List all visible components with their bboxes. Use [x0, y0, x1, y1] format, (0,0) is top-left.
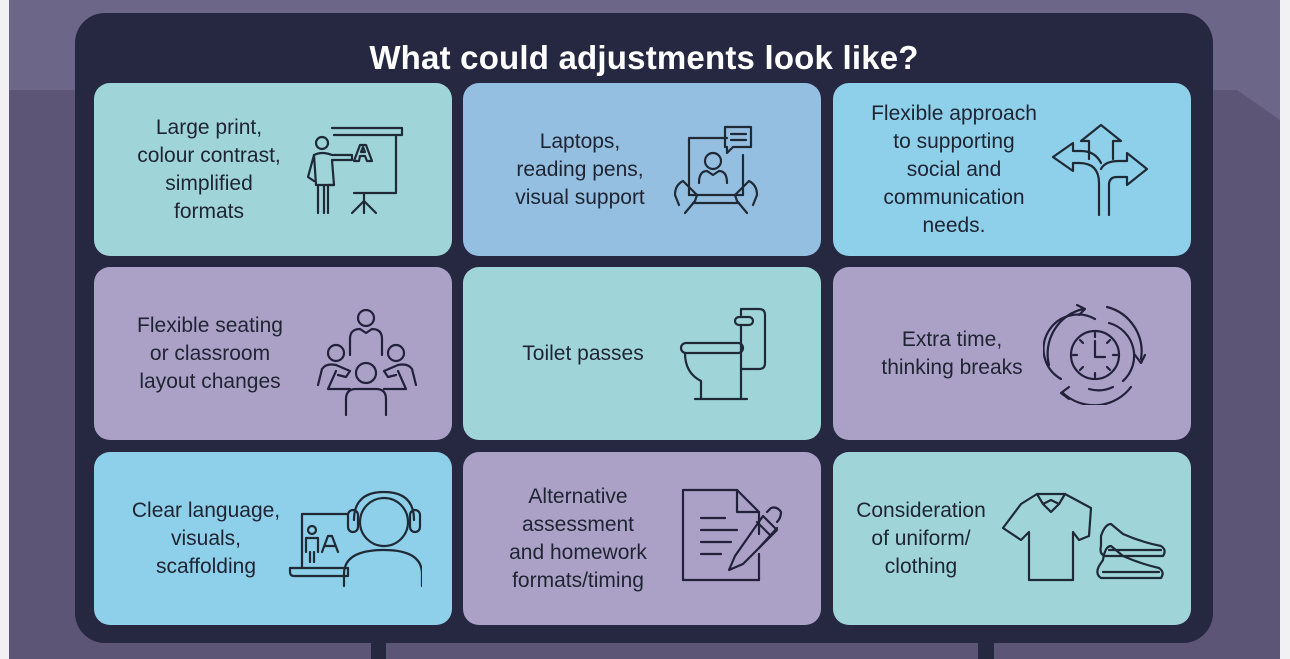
card-text: Toilet passes [522, 341, 644, 365]
card-large-print: Large print, colour contrast, simplified… [94, 83, 452, 256]
card-text: Large print, colour contrast, simplified… [137, 115, 281, 223]
card-text: Consideration of uniform/ clothing [856, 498, 986, 578]
next-card-left [9, 643, 371, 659]
next-card-right [994, 643, 1280, 659]
card-flexible-approach: Flexible approach to supporting social a… [833, 83, 1191, 256]
panel-title: What could adjustments look like? [369, 39, 919, 76]
tablet-video-call-icon [671, 125, 761, 217]
shirt-shoes-icon [1001, 490, 1171, 586]
document-pen-icon [681, 488, 783, 582]
card-alternative-assessment: Alternative assessment and homework form… [463, 452, 821, 625]
background-left-band [9, 90, 75, 659]
connector-left [371, 643, 386, 659]
card-clear-language: Clear language, visuals, scaffolding [94, 452, 452, 625]
card-text: Extra time, thinking breaks [881, 327, 1023, 379]
teacher-presentation-icon [304, 125, 404, 217]
card-uniform: Consideration of uniform/ clothing [833, 452, 1191, 625]
clock-cycle-icon [1043, 303, 1147, 405]
toilet-icon [679, 307, 771, 401]
next-card-center [386, 643, 978, 659]
card-text: Alternative assessment and homework form… [509, 484, 647, 592]
card-extra-time: Extra time, thinking breaks [833, 267, 1191, 440]
card-laptops: Laptops, reading pens, visual support [463, 83, 821, 256]
group-meeting-icon [316, 309, 418, 417]
card-text: Laptops, reading pens, visual support [515, 129, 645, 209]
card-text: Clear language, visuals, scaffolding [131, 498, 281, 578]
card-text: Flexible seating or classroom layout cha… [137, 313, 283, 393]
card-flexible-seating: Flexible seating or classroom layout cha… [94, 267, 452, 440]
branching-arrows-icon [1051, 123, 1151, 219]
next-section-preview [0, 643, 1290, 659]
card-text: Flexible approach to supporting social a… [871, 101, 1037, 237]
card-toilet-passes: Toilet passes [463, 267, 821, 440]
headset-learner-icon [288, 490, 422, 588]
adjustments-panel: What could adjustments look like? Large … [75, 13, 1213, 643]
connector-right [978, 643, 994, 659]
